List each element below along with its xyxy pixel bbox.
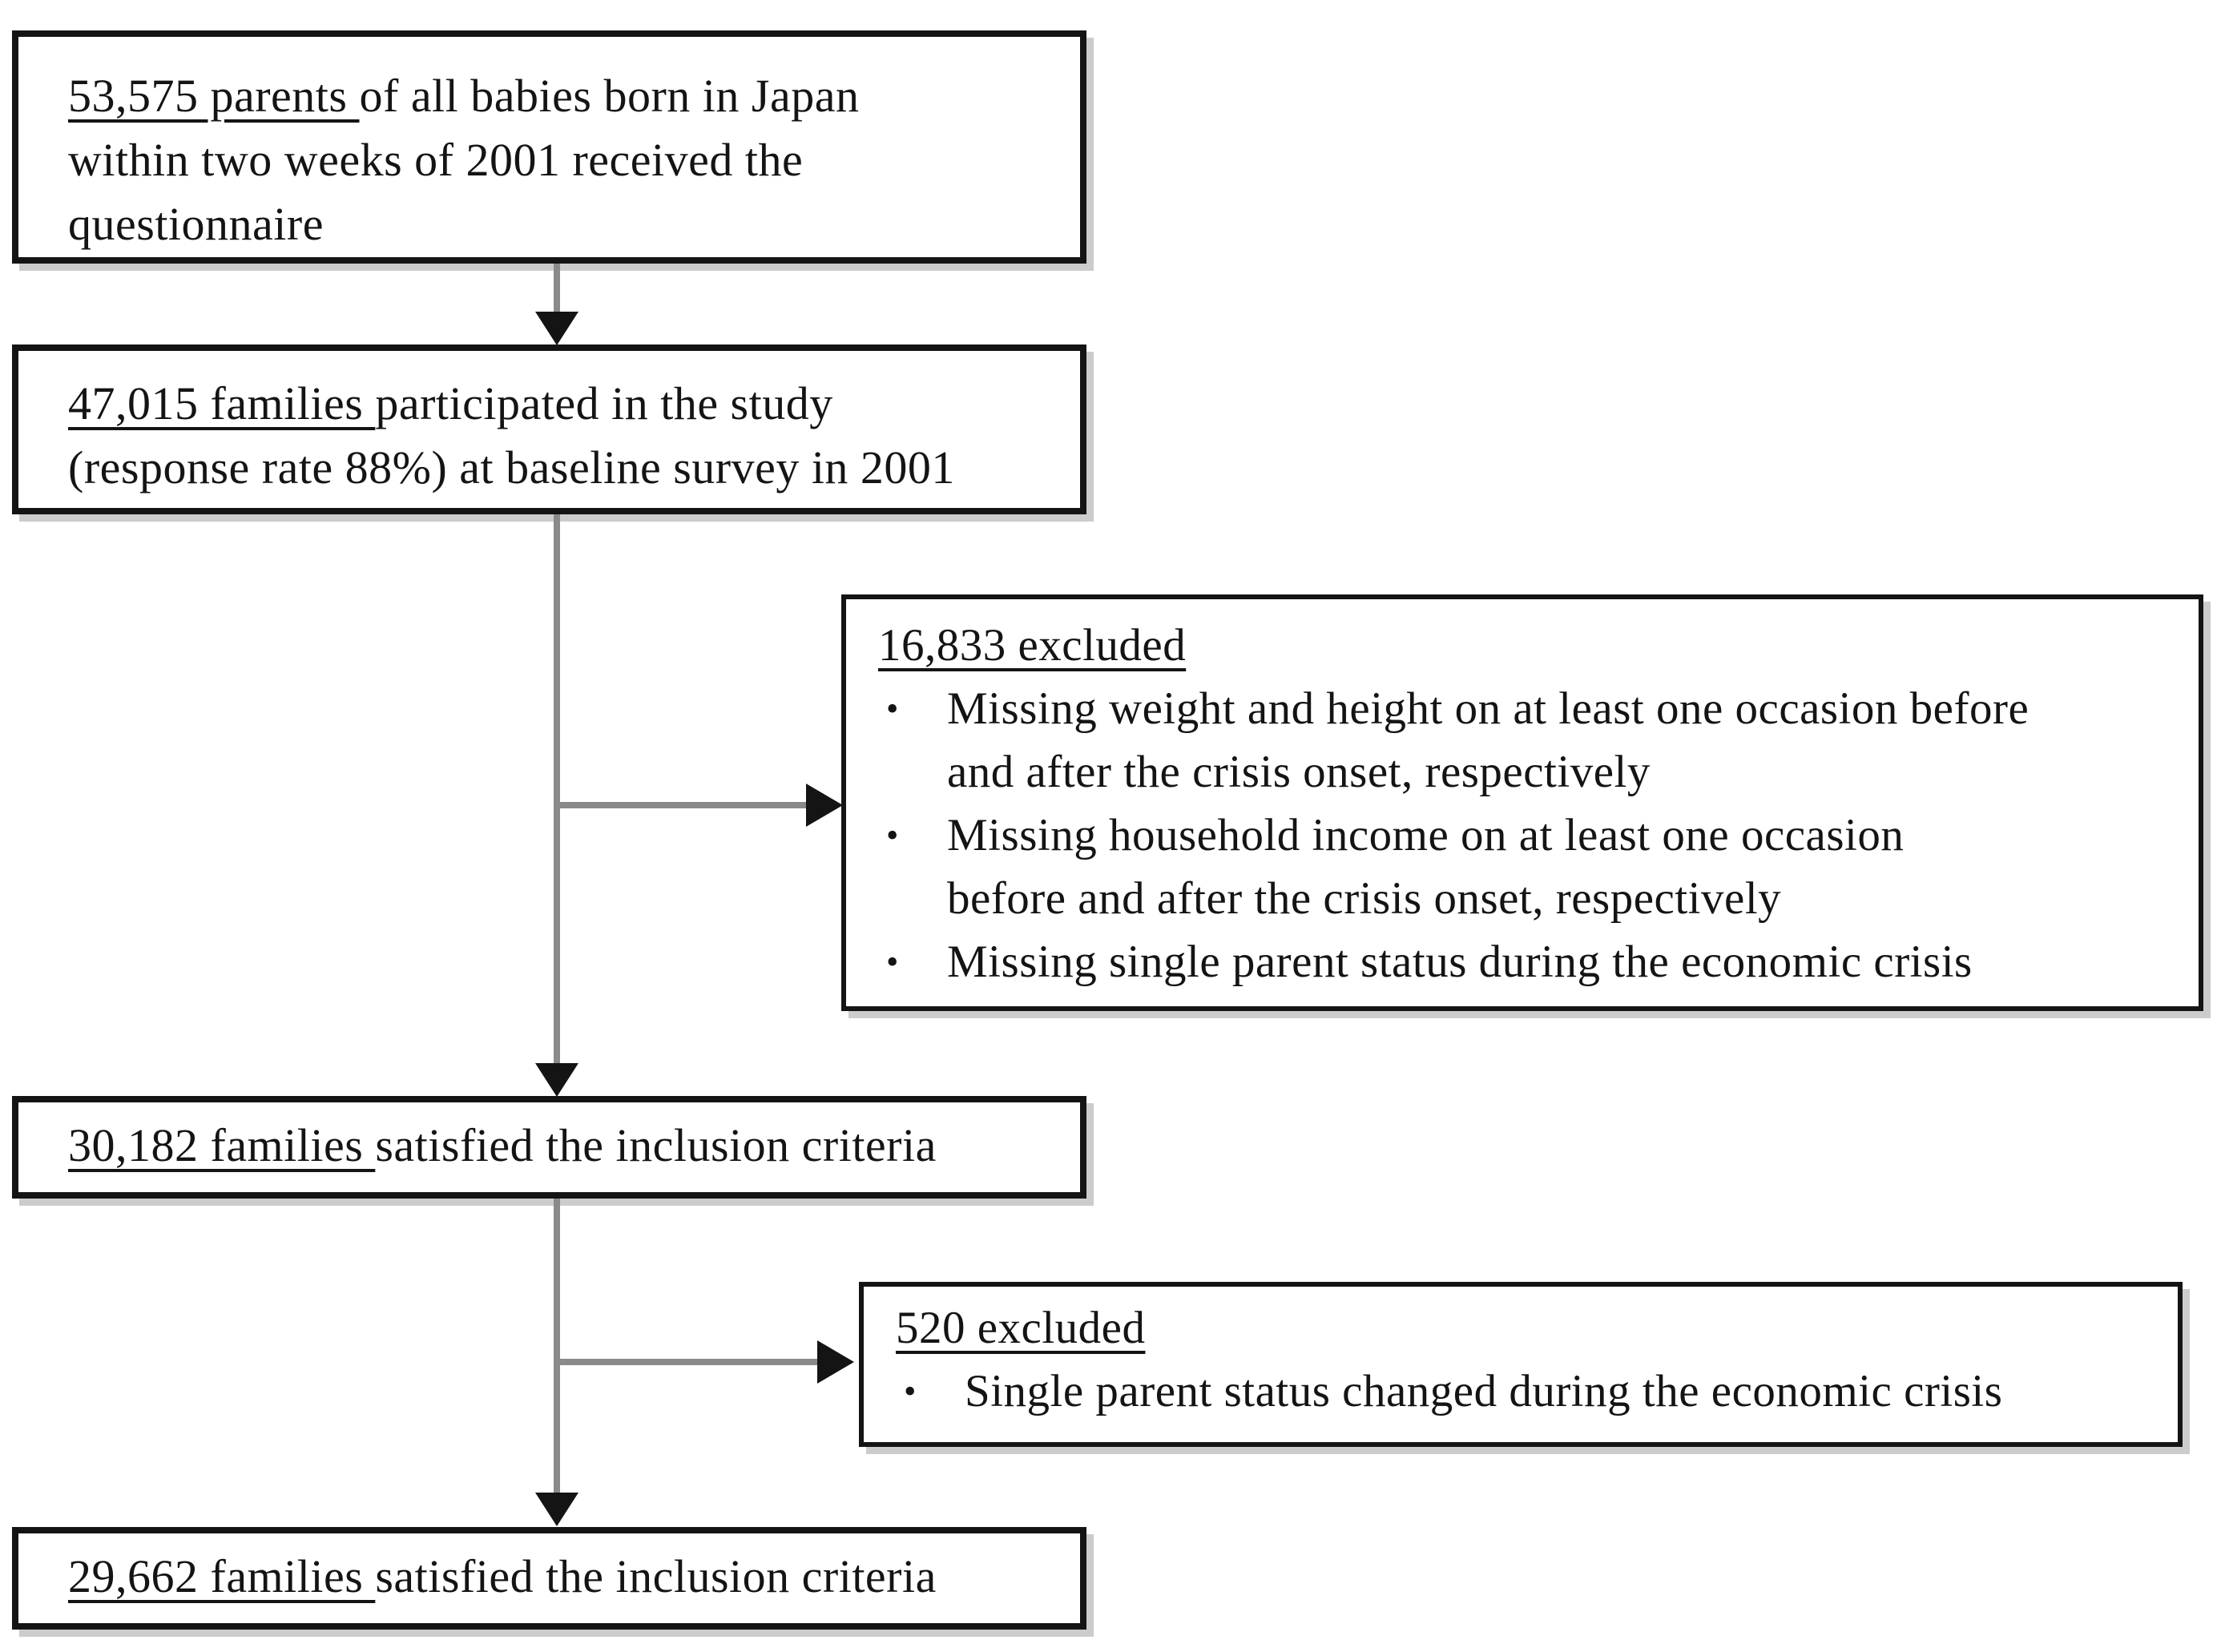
box-excluded-before-inclusion: 16,833 excluded • Missing weight and hei… <box>841 594 2203 1011</box>
box-inclusion-criteria-30182: 30,182 families satisfied the inclusion … <box>12 1096 1086 1199</box>
box-text-rest: of all babies born in Japan within two w… <box>68 70 860 250</box>
participant-count: 47,015 families <box>68 377 376 429</box>
exclusion-reason: • Missing single parent status during th… <box>878 930 2175 993</box>
exclusion-reason: • Missing weight and height on at least … <box>878 677 2175 804</box>
bullet-icon: • <box>886 942 899 981</box>
exclusion-reason: • Missing household income on at least o… <box>878 804 2175 930</box>
exclusion-title: 16,833 excluded <box>878 620 1187 671</box>
arrowhead-down <box>535 1063 578 1097</box>
box-inclusion-criteria-29662: 29,662 families satisfied the inclusion … <box>12 1527 1086 1630</box>
arrowhead-down <box>535 312 578 345</box>
exclusion-reason-text: Missing single parent status during the … <box>947 937 1973 987</box>
exclusion-reason-text: Missing weight and height on at least on… <box>947 683 2029 797</box>
exclusion-title: 520 excluded <box>896 1303 1146 1353</box>
connector-branch-excluded2 <box>557 1359 820 1365</box>
box-text-rest: satisfied the inclusion criteria <box>375 1119 937 1171</box>
box-questionnaire-recipients: 53,575 parents of all babies born in Jap… <box>12 30 1086 264</box>
connector-inclusion1-inclusion2 <box>554 1199 560 1495</box>
connector-questionnaire-baseline <box>554 264 560 313</box>
box-text: 47,015 families participated in the stud… <box>18 351 1080 500</box>
box-text-rest: participated in the study (response rate… <box>68 377 955 494</box>
box-text: 16,833 excluded • Missing weight and hei… <box>846 599 2199 993</box>
connector-baseline-inclusion1 <box>554 514 560 1066</box>
bullet-icon: • <box>886 689 899 728</box>
bullet-icon: • <box>904 1372 917 1411</box>
box-text: 29,662 families satisfied the inclusion … <box>18 1533 1080 1609</box>
participant-count: 29,662 families <box>68 1550 376 1602</box>
box-text: 30,182 families satisfied the inclusion … <box>18 1102 1080 1178</box>
box-text: 53,575 parents of all babies born in Jap… <box>18 37 1080 256</box>
box-excluded-single-parent-change: 520 excluded • Single parent status chan… <box>859 1282 2183 1447</box>
exclusion-reason-text: Single parent status changed during the … <box>965 1366 2003 1416</box>
bullet-icon: • <box>886 816 899 855</box>
participant-count: 53,575 parents <box>68 70 360 122</box>
exclusion-reason-text: Missing household income on at least one… <box>947 810 1905 924</box>
box-baseline-participants: 47,015 families participated in the stud… <box>12 345 1086 514</box>
box-text-rest: satisfied the inclusion criteria <box>375 1550 937 1602</box>
exclusion-reason: • Single parent status changed during th… <box>896 1360 2154 1423</box>
box-text: 520 excluded • Single parent status chan… <box>864 1287 2178 1423</box>
arrowhead-down <box>535 1493 578 1526</box>
arrowhead-right <box>817 1340 854 1384</box>
participant-count: 30,182 families <box>68 1119 376 1171</box>
connector-branch-excluded1 <box>557 802 809 808</box>
arrowhead-right <box>806 784 843 827</box>
